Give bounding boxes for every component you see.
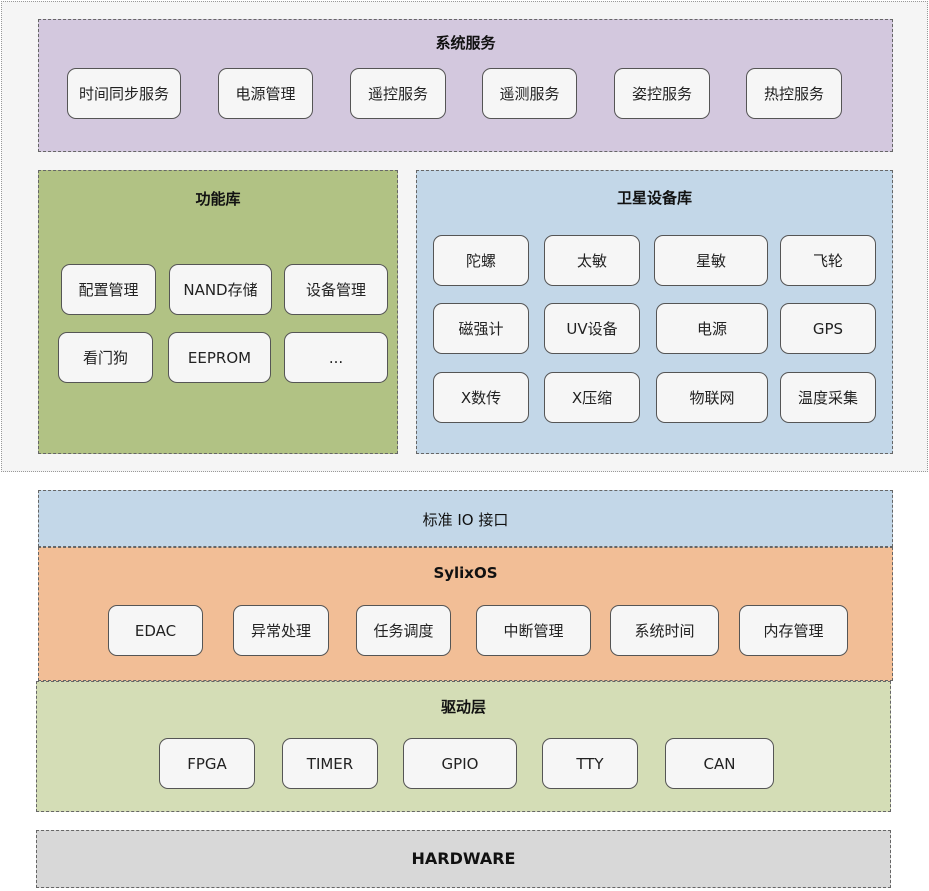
device-flywheel: 飞轮 xyxy=(780,235,876,286)
sylixos-title: SylixOS xyxy=(433,564,498,582)
system-services-title: 系统服务 xyxy=(435,34,496,52)
device-x-compression: X压缩 xyxy=(544,372,640,423)
driver-tty: TTY xyxy=(542,738,638,789)
os-task-scheduling: 任务调度 xyxy=(356,605,451,656)
driver-layer-title: 驱动层 xyxy=(440,698,486,716)
satellite-device-library-title: 卫星设备库 xyxy=(616,189,692,207)
device-sun-sensor: 太敏 xyxy=(544,235,640,286)
satellite-device-library: 卫星设备库 陀螺 太敏 星敏 飞轮 磁强计 UV设备 电源 GPS X数传 X压… xyxy=(416,170,893,454)
driver-fpga: FPGA xyxy=(159,738,255,789)
function-library: 功能库 配置管理 NAND存储 设备管理 看门狗 EEPROM ... xyxy=(38,170,398,454)
service-power-management: 电源管理 xyxy=(218,68,313,119)
function-library-title: 功能库 xyxy=(195,190,241,208)
func-more: ... xyxy=(284,332,388,383)
func-config-management: 配置管理 xyxy=(61,264,156,315)
io-interface-title: 标准 IO 接口 xyxy=(422,511,509,529)
os-system-time: 系统时间 xyxy=(610,605,719,656)
os-interrupt-management: 中断管理 xyxy=(476,605,591,656)
service-telemetry: 遥测服务 xyxy=(482,68,577,119)
device-temperature-acquisition: 温度采集 xyxy=(780,372,876,423)
os-memory-management: 内存管理 xyxy=(739,605,848,656)
system-services-layer: 系统服务 时间同步服务 电源管理 遥控服务 遥测服务 姿控服务 热控服务 xyxy=(38,19,893,152)
hardware-title: HARDWARE xyxy=(411,849,516,868)
func-eeprom: EEPROM xyxy=(168,332,271,383)
service-time-sync: 时间同步服务 xyxy=(67,68,181,119)
driver-can: CAN xyxy=(665,738,774,789)
func-nand-storage: NAND存储 xyxy=(169,264,272,315)
os-exception-handling: 异常处理 xyxy=(233,605,329,656)
io-interface-layer: 标准 IO 接口 xyxy=(38,490,893,547)
func-device-management: 设备管理 xyxy=(284,264,388,315)
device-x-transmission: X数传 xyxy=(433,372,529,423)
device-star-sensor: 星敏 xyxy=(654,235,768,286)
sylixos-layer: SylixOS EDAC 异常处理 任务调度 中断管理 系统时间 内存管理 xyxy=(38,547,893,681)
device-iot: 物联网 xyxy=(656,372,768,423)
driver-gpio: GPIO xyxy=(403,738,517,789)
device-magnetometer: 磁强计 xyxy=(433,303,529,354)
os-edac: EDAC xyxy=(108,605,203,656)
service-thermal-control: 热控服务 xyxy=(746,68,842,119)
func-watchdog: 看门狗 xyxy=(58,332,153,383)
driver-timer: TIMER xyxy=(282,738,378,789)
service-telecommand: 遥控服务 xyxy=(350,68,446,119)
hardware-layer: HARDWARE xyxy=(36,830,891,888)
device-gps: GPS xyxy=(780,303,876,354)
service-attitude-control: 姿控服务 xyxy=(614,68,710,119)
device-gyro: 陀螺 xyxy=(433,235,529,286)
driver-layer: 驱动层 FPGA TIMER GPIO TTY CAN xyxy=(36,681,891,812)
device-uv: UV设备 xyxy=(544,303,640,354)
device-power: 电源 xyxy=(656,303,768,354)
